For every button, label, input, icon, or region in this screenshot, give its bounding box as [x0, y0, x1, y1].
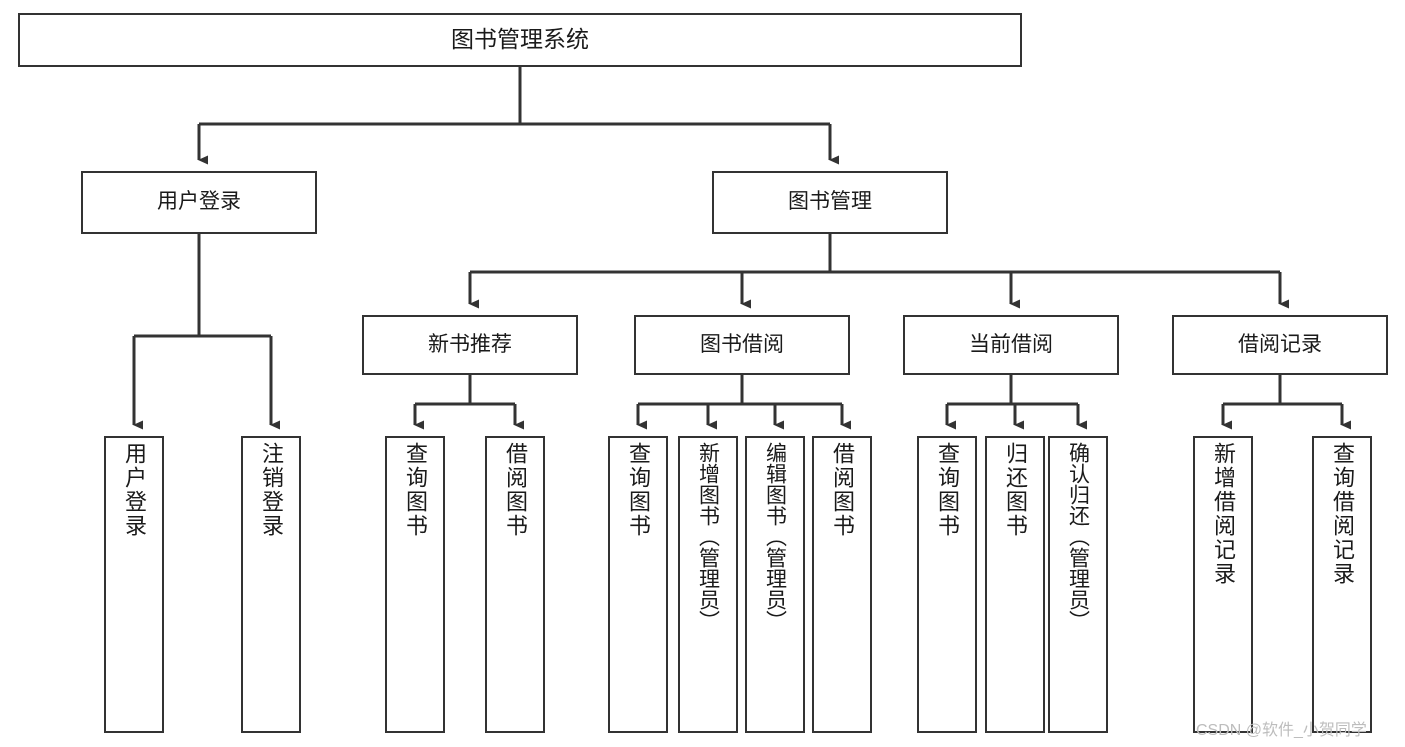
node-label-leaf-borrow-book-2: 借阅图书: [830, 442, 855, 538]
node-leaf-add-book[interactable]: 新增图书（管理员）: [678, 436, 738, 733]
node-leaf-query-book-2[interactable]: 查询图书: [608, 436, 668, 733]
node-label-leaf-logout: 注销登录: [259, 442, 284, 538]
node-leaf-logout[interactable]: 注销登录: [241, 436, 301, 733]
node-book-borrow[interactable]: 图书借阅: [634, 315, 850, 375]
node-label-leaf-confirm-return: 确认归还（管理员）: [1066, 442, 1090, 631]
node-borrow-record[interactable]: 借阅记录: [1172, 315, 1388, 375]
node-label-borrow-record: 借阅记录: [1238, 332, 1322, 356]
node-label-leaf-return-book: 归还图书: [1003, 442, 1028, 538]
node-label-leaf-edit-book: 编辑图书（管理员）: [763, 442, 787, 631]
node-book-mgmt[interactable]: 图书管理: [712, 171, 948, 234]
node-label-leaf-query-book-1: 查询图书: [403, 442, 428, 538]
node-label-book-borrow: 图书借阅: [700, 332, 784, 356]
node-leaf-query-record[interactable]: 查询借阅记录: [1312, 436, 1372, 733]
node-label-new-book-rec: 新书推荐: [428, 332, 512, 356]
node-current-borrow[interactable]: 当前借阅: [903, 315, 1119, 375]
node-label-user-login: 用户登录: [157, 190, 241, 214]
node-leaf-user-login[interactable]: 用户登录: [104, 436, 164, 733]
node-label-root: 图书管理系统: [451, 26, 589, 53]
node-label-leaf-user-login: 用户登录: [122, 442, 147, 538]
node-label-leaf-query-record: 查询借阅记录: [1330, 442, 1355, 586]
node-label-leaf-add-record: 新增借阅记录: [1211, 442, 1236, 586]
node-new-book-rec[interactable]: 新书推荐: [362, 315, 578, 375]
node-label-leaf-query-book-2: 查询图书: [626, 442, 651, 538]
watermark-text: CSDN @软件_小贺同学: [1196, 722, 1367, 739]
node-leaf-query-book-3[interactable]: 查询图书: [917, 436, 977, 733]
node-label-leaf-query-book-3: 查询图书: [935, 442, 960, 538]
node-label-current-borrow: 当前借阅: [969, 332, 1053, 356]
node-leaf-borrow-book-2[interactable]: 借阅图书: [812, 436, 872, 733]
node-label-leaf-add-book: 新增图书（管理员）: [696, 442, 720, 631]
node-leaf-query-book-1[interactable]: 查询图书: [385, 436, 445, 733]
node-label-book-mgmt: 图书管理: [788, 190, 872, 214]
node-root[interactable]: 图书管理系统: [18, 13, 1022, 67]
node-leaf-return-book[interactable]: 归还图书: [985, 436, 1045, 733]
node-label-leaf-borrow-book-1: 借阅图书: [503, 442, 528, 538]
node-user-login[interactable]: 用户登录: [81, 171, 317, 234]
node-leaf-edit-book[interactable]: 编辑图书（管理员）: [745, 436, 805, 733]
node-leaf-confirm-return[interactable]: 确认归还（管理员）: [1048, 436, 1108, 733]
node-leaf-borrow-book-1[interactable]: 借阅图书: [485, 436, 545, 733]
node-leaf-add-record[interactable]: 新增借阅记录: [1193, 436, 1253, 733]
